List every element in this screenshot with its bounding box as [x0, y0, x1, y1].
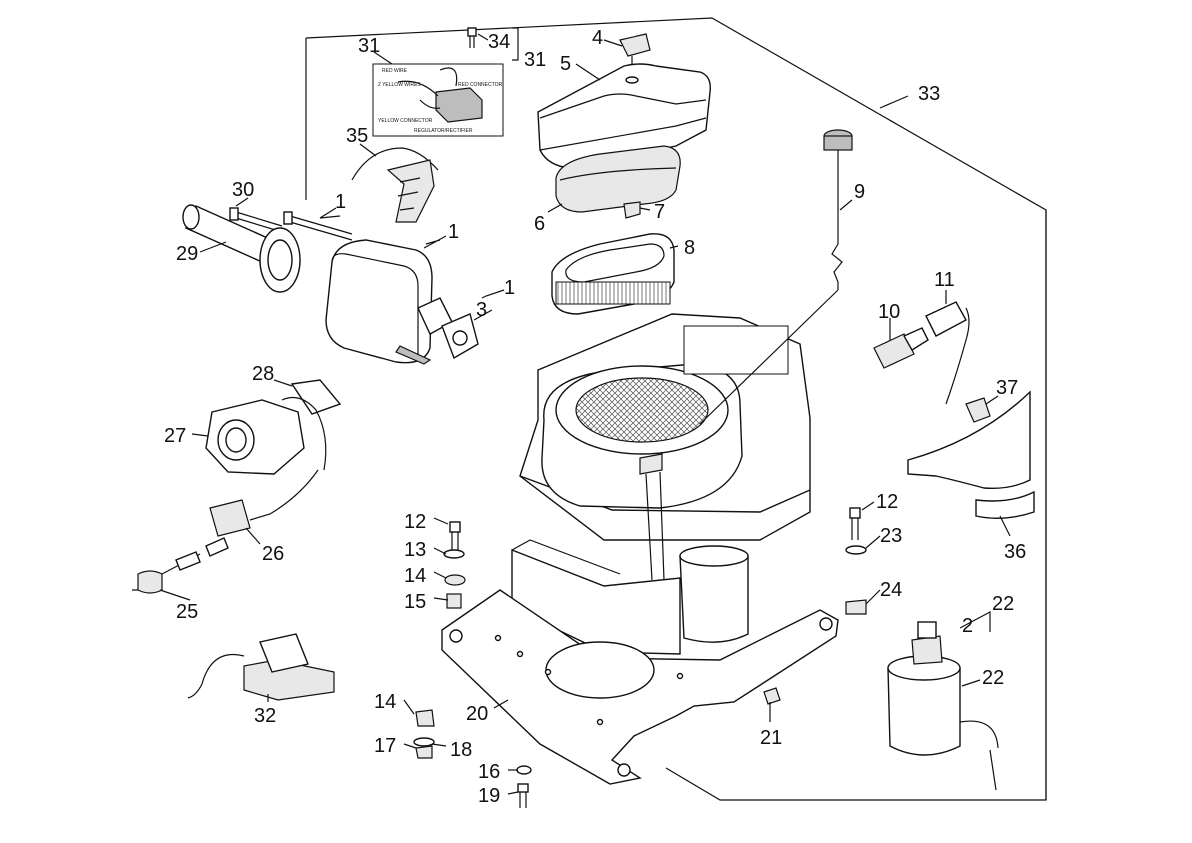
- leader-lines: [159, 33, 1011, 795]
- callout-35: 35: [346, 125, 368, 147]
- callout-22a: 22: [992, 593, 1014, 615]
- callout-10: 10: [878, 301, 900, 323]
- callout-37: 37: [996, 377, 1018, 399]
- callout-27: 27: [164, 425, 186, 447]
- washer-16: [516, 765, 532, 775]
- callout-3: 3: [476, 299, 487, 321]
- base-plate-20: [441, 589, 839, 785]
- callout-1b: 1: [448, 221, 459, 243]
- callout-14a: 14: [404, 565, 426, 587]
- bracket-34-31: [512, 27, 519, 61]
- tailpipe-29: [182, 204, 301, 293]
- carburetor-27: [205, 399, 305, 475]
- callout-26: 26: [262, 543, 284, 565]
- callout-14b: 14: [374, 691, 396, 713]
- callout-5: 5: [560, 53, 571, 75]
- bolt-34: [467, 27, 477, 48]
- callout-1a: 1: [335, 191, 346, 213]
- callout-23: 23: [880, 525, 902, 547]
- dipstick-9: [823, 129, 853, 290]
- engine-block: [511, 313, 811, 655]
- callout-36: 36: [1004, 541, 1026, 563]
- callout-34: 34: [488, 31, 510, 53]
- callout-labels: 1 1 1 2 3 4 5 6 7 8 9 10 11 12 12 13 14 …: [164, 27, 1026, 807]
- nut-7: [623, 201, 641, 219]
- callout-31a: 31: [358, 35, 380, 57]
- callout-29: 29: [176, 243, 198, 265]
- spark-plug-boot-11: [925, 301, 970, 405]
- hardware-stack-lower: [413, 709, 435, 759]
- callout-21: 21: [760, 727, 782, 749]
- spark-plug-10: [873, 327, 929, 369]
- callout-30: 30: [232, 179, 254, 201]
- wire-harness-35: [351, 147, 439, 223]
- callout-13: 13: [404, 539, 426, 561]
- clip-37: [965, 397, 991, 423]
- hardware-stack-right: [845, 507, 867, 615]
- callout-22b: 22: [982, 667, 1004, 689]
- callout-18: 18: [450, 739, 472, 761]
- callout-1c: 1: [504, 277, 515, 299]
- callout-15: 15: [404, 591, 426, 613]
- inset-red-wire-text: RED WIRE: [382, 68, 408, 74]
- callout-7: 7: [654, 201, 665, 223]
- fitting-21: [763, 687, 781, 705]
- callout-6: 6: [534, 213, 545, 235]
- hardware-stack-left: [443, 521, 466, 609]
- gasket-3: [441, 313, 479, 360]
- muffler: [325, 239, 453, 365]
- regulator-rectifier-inset: RED WIRE RED CONNECTOR 2 YELLOW WIRES YE…: [372, 63, 504, 137]
- callout-11: 11: [934, 269, 955, 291]
- inset-yellow-connector-text: YELLOW CONNECTOR: [378, 118, 433, 124]
- fuel-line-26: [175, 469, 319, 571]
- callout-16: 16: [478, 761, 500, 783]
- inset-yellow-wires-text: 2 YELLOW WIRES: [378, 82, 421, 88]
- bolt-19: [517, 783, 529, 808]
- air-filter-8: [551, 233, 675, 315]
- callout-17: 17: [374, 735, 396, 757]
- callout-2: 2: [962, 615, 973, 637]
- guard-36: [907, 390, 1035, 519]
- callout-32: 32: [254, 705, 276, 727]
- callout-9: 9: [854, 181, 865, 203]
- callout-24: 24: [880, 579, 902, 601]
- callout-4: 4: [592, 27, 603, 49]
- air-cleaner-cover-5: [537, 63, 711, 169]
- callout-12a: 12: [404, 511, 426, 533]
- callout-8: 8: [684, 237, 695, 259]
- callout-25: 25: [176, 601, 198, 623]
- callout-28: 28: [252, 363, 274, 385]
- inset-caption-text: REGULATOR/RECTIFIER: [414, 128, 473, 134]
- callout-33: 33: [918, 83, 940, 105]
- pre-cleaner-6: [555, 145, 681, 213]
- gasket-28: [281, 379, 342, 471]
- callout-12b: 12: [876, 491, 898, 513]
- ignition-coil-32: [187, 633, 335, 701]
- callout-31b: 31: [524, 49, 546, 71]
- callout-19: 19: [478, 785, 500, 807]
- inset-red-connector-text: RED CONNECTOR: [458, 82, 502, 88]
- callout-20: 20: [466, 703, 488, 725]
- starter-motor-22: [887, 621, 999, 791]
- long-bolt-1: [283, 211, 353, 241]
